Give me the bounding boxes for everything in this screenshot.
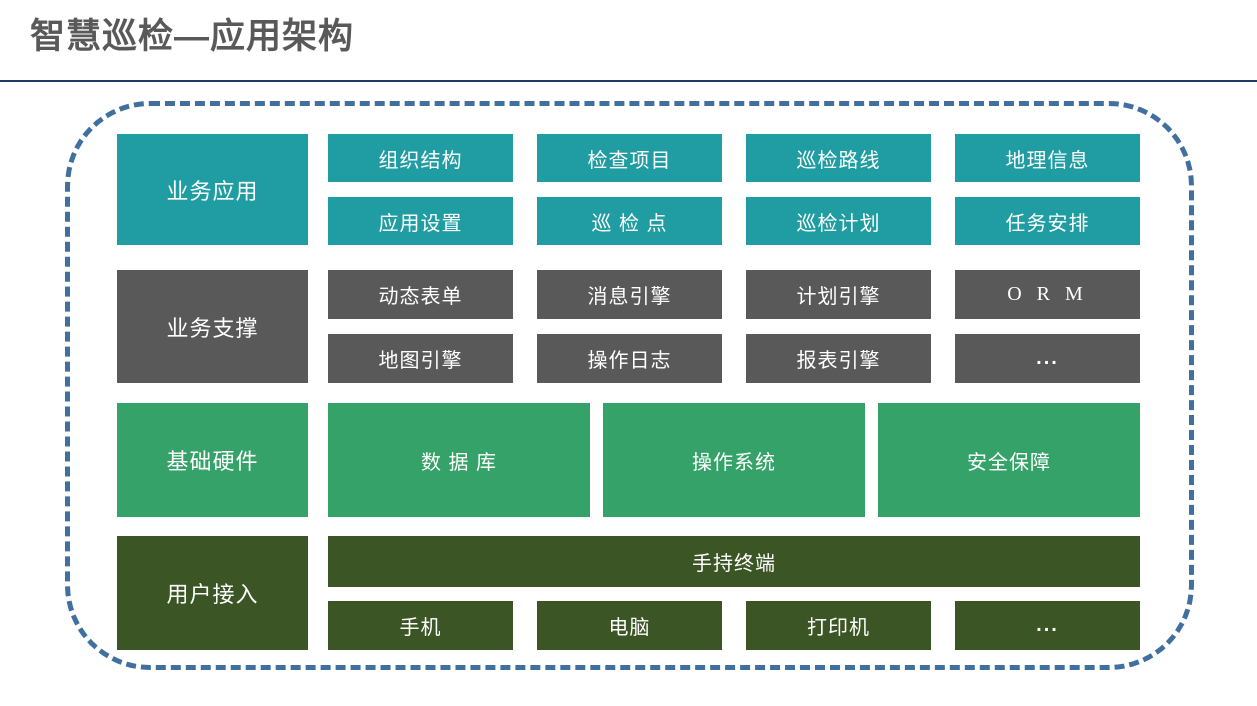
layer-content-business-applications: 组织结构 检查项目 巡检路线 地理信息 应用设置 巡 检 点 巡检计划 任务安排 <box>328 134 1140 245</box>
layer-label-business-applications: 业务应用 <box>117 134 308 245</box>
layer-content-basic-hardware: 数 据 库 操作系统 安全保障 <box>328 403 1140 517</box>
box-handheld-terminal: 手持终端 <box>328 536 1140 587</box>
box-dynamic-form: 动态表单 <box>328 270 513 319</box>
box-more-support: ... <box>955 334 1140 383</box>
box-inspection-item: 检查项目 <box>537 134 722 182</box>
layer-content-business-support: 动态表单 消息引擎 计划引擎 O R M 地图引擎 操作日志 报表引擎 ... <box>328 270 1140 383</box>
row-user-access-devices: 手机 电脑 打印机 ... <box>328 601 1140 650</box>
box-operating-system: 操作系统 <box>603 403 865 517</box>
layer-label-business-support: 业务支撑 <box>117 270 308 383</box>
box-inspection-route: 巡检路线 <box>746 134 931 182</box>
layer-label-basic-hardware: 基础硬件 <box>117 403 308 517</box>
row-business-app-bottom: 应用设置 巡 检 点 巡检计划 任务安排 <box>328 197 1140 245</box>
row-business-app-top: 组织结构 检查项目 巡检路线 地理信息 <box>328 134 1140 182</box>
box-plan-engine: 计划引擎 <box>746 270 931 319</box>
box-operation-log: 操作日志 <box>537 334 722 383</box>
box-inspection-plan: 巡检计划 <box>746 197 931 245</box>
box-message-engine: 消息引擎 <box>537 270 722 319</box>
row-business-support-bottom: 地图引擎 操作日志 报表引擎 ... <box>328 334 1140 383</box>
box-orm: O R M <box>955 270 1140 319</box>
box-security: 安全保障 <box>878 403 1140 517</box>
box-inspection-point: 巡 检 点 <box>537 197 722 245</box>
box-task-schedule: 任务安排 <box>955 197 1140 245</box>
architecture-dashed-frame <box>65 101 1194 670</box>
box-mobile-phone: 手机 <box>328 601 513 650</box>
box-printer: 打印机 <box>746 601 931 650</box>
layer-content-user-access: 手持终端 手机 电脑 打印机 ... <box>328 536 1140 650</box>
box-map-engine: 地图引擎 <box>328 334 513 383</box>
box-database: 数 据 库 <box>328 403 590 517</box>
layer-basic-hardware: 基础硬件 数 据 库 操作系统 安全保障 <box>117 403 1140 517</box>
title-divider-line <box>0 80 1257 82</box>
layer-label-user-access: 用户接入 <box>117 536 308 650</box>
page-title: 智慧巡检—应用架构 <box>30 17 355 56</box>
layer-business-applications: 业务应用 组织结构 检查项目 巡检路线 地理信息 应用设置 巡 检 点 巡检计划… <box>117 134 1140 245</box>
box-org-structure: 组织结构 <box>328 134 513 182</box>
box-more-devices: ... <box>955 601 1140 650</box>
box-app-settings: 应用设置 <box>328 197 513 245</box>
layer-user-access: 用户接入 手持终端 手机 电脑 打印机 ... <box>117 536 1140 650</box>
row-business-support-top: 动态表单 消息引擎 计划引擎 O R M <box>328 270 1140 319</box>
box-computer: 电脑 <box>537 601 722 650</box>
box-report-engine: 报表引擎 <box>746 334 931 383</box>
layer-business-support: 业务支撑 动态表单 消息引擎 计划引擎 O R M 地图引擎 操作日志 报表引擎… <box>117 270 1140 383</box>
box-geo-info: 地理信息 <box>955 134 1140 182</box>
